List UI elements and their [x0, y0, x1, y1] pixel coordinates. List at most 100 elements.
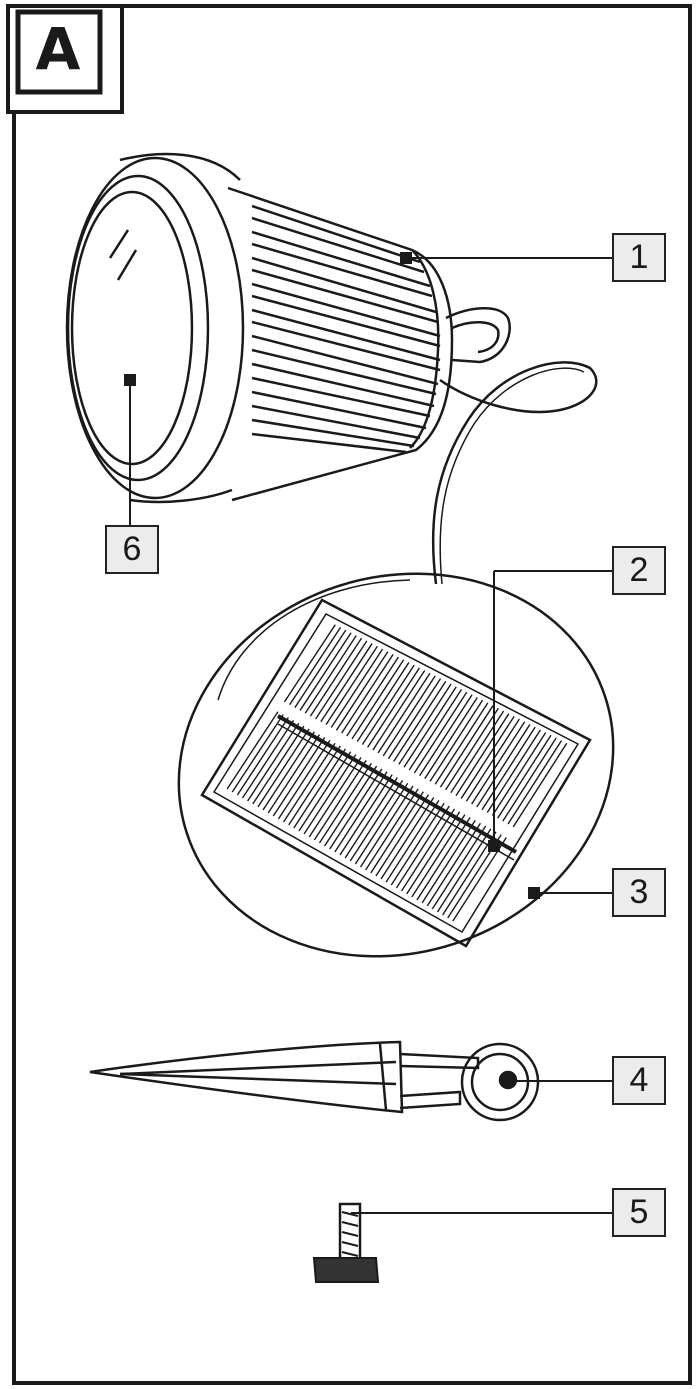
solar-cell-line [252, 725, 305, 805]
solar-cell-line [293, 748, 347, 829]
solar-cell-line [303, 754, 357, 835]
solar-cell-line [370, 791, 424, 874]
solar-cell-line [382, 675, 436, 757]
solar-cell-line [341, 653, 394, 734]
solar-cell-line [507, 740, 563, 825]
solar-cell-line [346, 656, 399, 737]
figure-letter: A [35, 15, 81, 83]
solar-cell-line [429, 699, 484, 782]
solar-cell-line [403, 686, 457, 768]
callout-1: 1 [612, 233, 666, 282]
solar-cell-line [431, 825, 487, 910]
solar-cell-line [288, 745, 341, 826]
solar-cell-line [398, 683, 452, 765]
solar-cell-line [424, 697, 478, 779]
solar-cell-line [408, 689, 463, 771]
solar-cell-line [439, 705, 494, 788]
solar-cell-line [406, 811, 461, 895]
solar-cell-line [400, 808, 456, 892]
solar-cell-line [380, 797, 435, 880]
solar-cell-line [226, 711, 279, 790]
solar-cell-line [434, 702, 489, 785]
solar-cell-line [344, 777, 398, 859]
solar-cell-line [455, 713, 510, 796]
solar-cell-line [262, 731, 315, 811]
solar-cell-line [315, 640, 368, 720]
solar-cell-line [334, 771, 388, 853]
callout-6: 6 [105, 525, 159, 574]
solar-cell-line [436, 828, 492, 913]
solar-cell-line [481, 726, 536, 811]
solar-cell-line [411, 814, 466, 898]
solar-cell-lines [226, 624, 568, 922]
cable [431, 361, 598, 585]
solar-cell-line [289, 627, 342, 706]
solar-cell-line [308, 757, 362, 838]
solar-cell-line [460, 715, 515, 799]
solar-cell-line [247, 722, 300, 802]
solar-cell-line [372, 670, 426, 751]
solar-cell-line [325, 645, 378, 726]
solar-cell-line [320, 643, 373, 723]
callout-2: 2 [612, 546, 666, 595]
solar-cell-line [442, 831, 497, 916]
solar-cell-line [465, 718, 520, 802]
solar-cell-line [426, 822, 482, 907]
solar-cell-line [241, 719, 295, 799]
solar-cell-line [272, 737, 326, 817]
solar-cell-line [294, 629, 347, 708]
screw-drawing [312, 1202, 380, 1283]
solar-cell-line [375, 794, 430, 877]
figure-tab-inner [15, 9, 103, 95]
solar-cell-line [349, 779, 404, 862]
leader-lines [124, 252, 612, 1214]
solar-cell-line [450, 710, 505, 794]
solar-cell-line [390, 802, 445, 886]
solar-cell-line [298, 751, 352, 832]
solar-cell-line [330, 648, 384, 728]
solar-cell-line [304, 635, 357, 714]
ground-spike-drawing [89, 1040, 540, 1122]
solar-cell-line [359, 785, 414, 868]
callout-5: 5 [612, 1188, 666, 1237]
solar-cell-line [236, 717, 289, 796]
solar-cell-line [385, 799, 440, 883]
solar-cell-line [512, 742, 568, 828]
solar-cell-line [257, 728, 310, 808]
callout-3: 3 [612, 868, 666, 917]
lamp-head-drawing [65, 152, 511, 504]
solar-cell-line [486, 729, 542, 814]
solar-cell-line [335, 651, 389, 731]
solar-cell-line [416, 817, 471, 901]
solar-cell-line [339, 774, 393, 856]
solar-cell-line [471, 721, 526, 805]
solar-cell-line [413, 691, 468, 774]
solar-cell-line [367, 667, 421, 748]
solar-cell-line [497, 734, 552, 819]
solar-cell-line [502, 737, 557, 822]
solar-cell-line [393, 680, 447, 762]
solar-cell-line [491, 732, 547, 816]
solar-cell-line [419, 694, 473, 777]
solar-cell-line [299, 632, 352, 711]
solar-cell-line [476, 724, 531, 808]
solar-cell-line [329, 768, 383, 850]
solar-panel-drawing [177, 572, 615, 958]
solar-cell-line [351, 659, 405, 740]
solar-cell-line [387, 678, 442, 760]
solar-cell-line [377, 672, 431, 754]
solar-cell-line [324, 765, 378, 847]
solar-cell-line [354, 782, 409, 865]
solar-cell-line [282, 742, 336, 823]
solar-cell-line [318, 762, 372, 844]
solar-cell-line [395, 805, 450, 889]
solar-cell-line [445, 707, 499, 791]
solar-cell-line [267, 734, 321, 814]
solar-cell-line [309, 637, 363, 717]
solar-cell-line [313, 759, 367, 841]
solar-cell-line [277, 739, 331, 820]
figure-frame [6, 4, 692, 1385]
solar-cell-line [283, 624, 336, 703]
solar-cell-line [365, 788, 419, 871]
